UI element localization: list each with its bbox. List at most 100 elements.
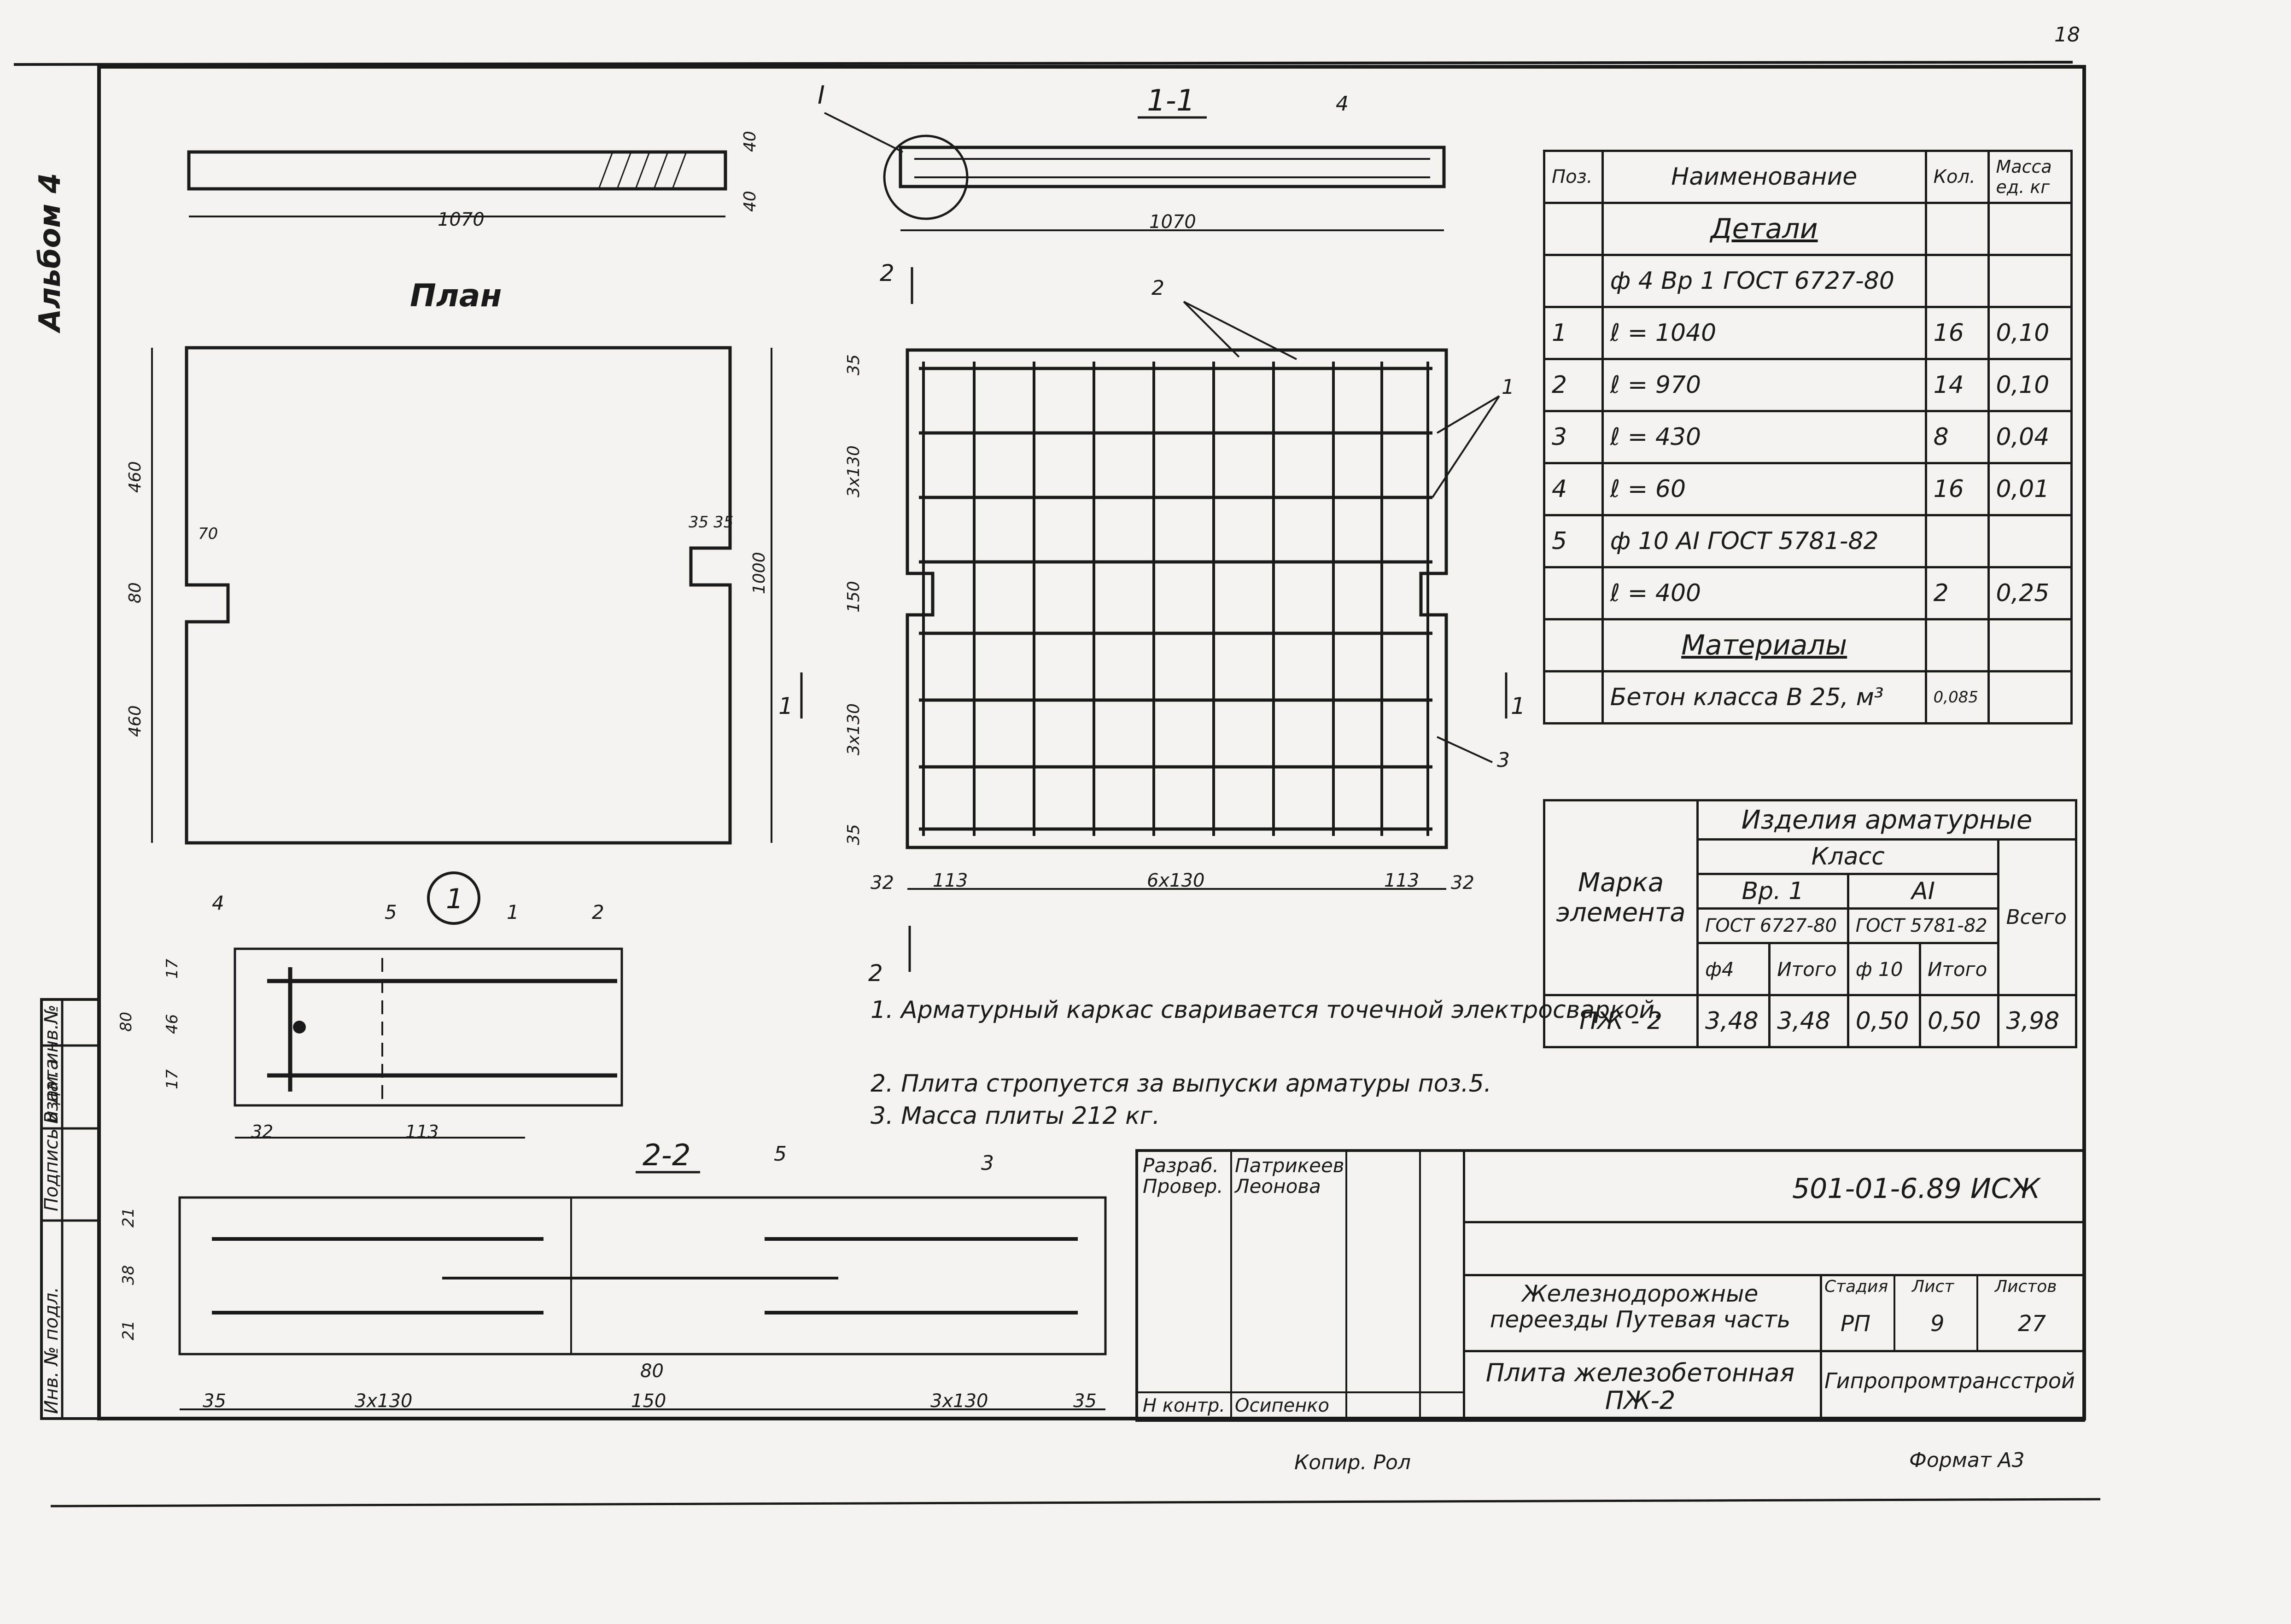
dim-113-node: 113 bbox=[405, 1122, 439, 1142]
dim-460-top: 460 bbox=[126, 461, 145, 493]
side-stamp: Инв. № подл. Подпись и дата Взам. инв.№ bbox=[40, 998, 100, 1420]
title-org: Гипропромтрансстрой bbox=[1824, 1368, 2075, 1393]
dim-17-top: 17 bbox=[163, 958, 181, 979]
title-role-1: Разраб. bbox=[1143, 1154, 1219, 1177]
pos-5-s22: 5 bbox=[774, 1142, 787, 1166]
title-name-1: Патрикеев bbox=[1235, 1154, 1344, 1177]
spec-row: ф 4 Вр 1 ГОСТ 6727-80 bbox=[1543, 254, 2073, 308]
dim-6x130: 6х130 bbox=[1147, 870, 1204, 891]
dim-3x130-top: 3х130 bbox=[844, 445, 863, 497]
dim-35-s22-left: 35 bbox=[203, 1390, 226, 1412]
title-sheets-header: Листов bbox=[1995, 1277, 2057, 1296]
dim-35-top: 35 bbox=[844, 354, 863, 375]
spec-row: Материалы bbox=[1543, 618, 2073, 672]
rebar-col-f4: ф4 bbox=[1696, 942, 1771, 996]
pos-4-node: 4 bbox=[212, 892, 224, 914]
rebar-gost-vr: ГОСТ 6727-80 bbox=[1696, 907, 1849, 944]
side-stamp-inv: Инв. № подл. bbox=[41, 1287, 62, 1414]
rebar-class-vr: Вр. 1 bbox=[1696, 873, 1849, 910]
title-name-2: Леонова bbox=[1235, 1175, 1321, 1198]
title-role-3: Н контр. bbox=[1143, 1395, 1225, 1416]
rebar-col-f10: ф 10 bbox=[1847, 942, 1921, 996]
pos-4-section: 4 bbox=[1336, 92, 1349, 116]
spec-table: Поз. Наименование Кол. Масса ед. кг Дета… bbox=[1543, 150, 2073, 724]
dim-35-s22-right: 35 bbox=[1073, 1390, 1097, 1412]
dim-3x130-s22-right: 3х130 bbox=[930, 1390, 988, 1412]
cut-1-right: 1 bbox=[1511, 693, 1525, 719]
note-2: 2. Плита стропуется за выпуски арматуры … bbox=[871, 1070, 1491, 1098]
dim-32-node: 32 bbox=[251, 1122, 273, 1142]
spec-col-mass: Масса ед. кг bbox=[1987, 150, 2073, 204]
node-title: 1 bbox=[446, 883, 463, 915]
side-stamp-sign: Подпись и дата bbox=[41, 1059, 62, 1211]
dim-46: 46 bbox=[163, 1014, 181, 1034]
section-2-2: 2-2 35 3х130 80 150 3х130 35 21 38 21 5 … bbox=[119, 1139, 1107, 1412]
dim-40-a: 40 bbox=[741, 131, 760, 152]
side-view-top: 1070 40 40 bbox=[187, 131, 760, 230]
note-1: 1. Арматурный каркас сваривается точечно… bbox=[871, 996, 1662, 1024]
rebar-value: 3,48 bbox=[1768, 994, 1849, 1048]
spec-col-qty: Кол. bbox=[1924, 150, 1990, 204]
title-sheet-header: Лист bbox=[1912, 1277, 1954, 1296]
dim-80: 80 bbox=[126, 582, 145, 603]
section-2-2-title: 2-2 bbox=[643, 1139, 691, 1173]
cut-1-left: 1 bbox=[778, 693, 793, 719]
rebar-value: 3,98 bbox=[1997, 994, 2077, 1048]
dim-80-node: 80 bbox=[117, 1012, 135, 1032]
cut-2-top: 2 bbox=[880, 260, 894, 286]
dim-17-bottom: 17 bbox=[163, 1069, 181, 1089]
dim-38-s22: 38 bbox=[119, 1265, 138, 1285]
dim-32-left: 32 bbox=[871, 872, 894, 894]
section-1-1-title: 1-1 bbox=[1147, 84, 1195, 118]
dim-80-s22: 80 bbox=[640, 1361, 664, 1382]
pos-2-cage: 2 bbox=[1151, 276, 1164, 300]
title-sheet-no: 9 bbox=[1930, 1311, 1945, 1337]
spec-row: Детали bbox=[1543, 202, 2073, 256]
rebar-title: Изделия арматурные bbox=[1696, 799, 2077, 841]
dim-1070-section: 1070 bbox=[1149, 211, 1196, 233]
dim-32-right: 32 bbox=[1451, 872, 1474, 894]
title-role-2: Провер. bbox=[1143, 1175, 1223, 1198]
title-block: Разраб. Провер. Патрикеев Леонова Н конт… bbox=[1135, 1149, 2085, 1422]
pos-3-s22: 3 bbox=[981, 1151, 994, 1175]
dim-3x130-bottom: 3х130 bbox=[844, 703, 863, 755]
rebar-gost-a: ГОСТ 5781-82 bbox=[1847, 907, 2000, 944]
page-number: 18 bbox=[2054, 23, 2080, 47]
dim-21-s22-top: 21 bbox=[119, 1208, 138, 1227]
rebar-value: 0,50 bbox=[1847, 994, 1921, 1048]
title-code: 501-01-6.89 ИСЖ bbox=[1792, 1173, 2040, 1205]
pos-1-cage: 1 bbox=[1502, 375, 1514, 399]
dim-3x130-s22-left: 3х130 bbox=[355, 1390, 412, 1412]
title-stage-header: Стадия bbox=[1824, 1277, 1888, 1296]
rebar-class-a: АI bbox=[1847, 873, 2000, 910]
dim-113-left: 113 bbox=[933, 870, 968, 891]
dim-70: 70 bbox=[198, 525, 218, 543]
rebar-row: ПЖ - 2 3,48 3,48 0,50 0,50 3,98 bbox=[1543, 994, 2077, 1048]
section-1-1: 1-1 I 1070 4 bbox=[818, 81, 1446, 233]
title-stage: РП bbox=[1841, 1311, 1871, 1337]
pos-5-node: 5 bbox=[385, 901, 397, 923]
reinforcement-cage: 32 113 6х130 113 32 35 3х130 150 3х130 3… bbox=[778, 260, 1525, 987]
sheet-frame bbox=[97, 65, 2086, 1420]
pos-2-node: 2 bbox=[592, 901, 604, 923]
rebar-row-mark: ПЖ - 2 bbox=[1543, 994, 1699, 1048]
cut-2-bottom: 2 bbox=[868, 960, 883, 987]
spec-group-details: Детали bbox=[1601, 202, 1927, 256]
notes: 1. Арматурный каркас сваривается точечно… bbox=[871, 996, 1662, 1130]
rebar-total-header: Всего bbox=[1997, 838, 2077, 996]
node-ref: I bbox=[818, 81, 825, 110]
title-name-3: Осипенко bbox=[1235, 1395, 1330, 1416]
dim-1000: 1000 bbox=[750, 552, 769, 594]
copy-note: Копир. Рол bbox=[1294, 1451, 1411, 1474]
dim-150: 150 bbox=[844, 581, 863, 613]
plan-title: План bbox=[410, 278, 502, 314]
pos-1-node: 1 bbox=[507, 901, 519, 923]
